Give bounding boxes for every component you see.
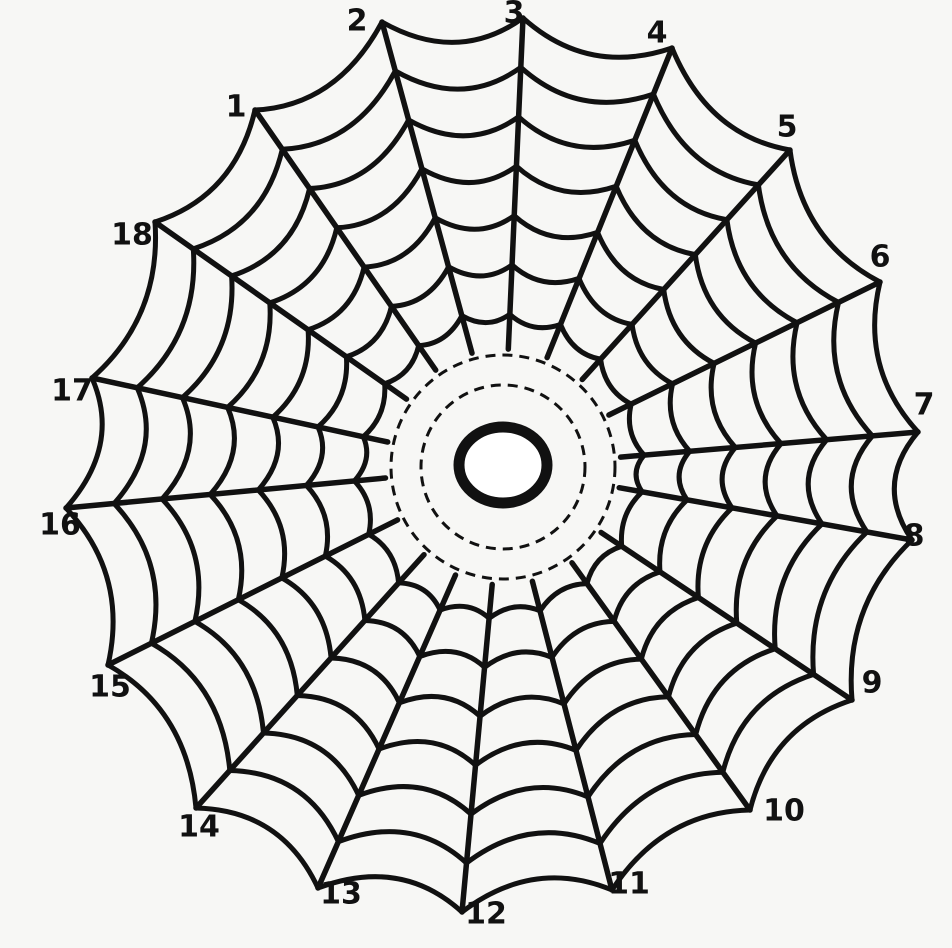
radial-thread (572, 563, 750, 810)
radial-label: 13 (320, 877, 362, 912)
radial-label: 7 (914, 388, 935, 423)
radial-label: 12 (465, 897, 507, 932)
radial-label: 10 (763, 794, 805, 829)
radial-thread (462, 585, 492, 913)
radial-label: 4 (647, 16, 668, 51)
radial-thread (382, 22, 472, 353)
radial-label: 16 (39, 508, 81, 543)
radial-label: 15 (89, 670, 131, 705)
radial-label: 8 (904, 519, 925, 554)
radial-label: 18 (111, 218, 153, 253)
radial-thread (621, 432, 918, 457)
hub-center (459, 427, 547, 503)
radial-label: 3 (504, 0, 525, 31)
radial-thread (532, 581, 612, 890)
radial-label: 2 (347, 4, 368, 39)
radial-label: 5 (777, 110, 798, 145)
web-hub (391, 355, 615, 579)
radial-label: 11 (608, 867, 650, 902)
radial-label: 1 (226, 90, 247, 125)
radial-thread (508, 18, 523, 349)
radial-thread (108, 520, 398, 665)
radial-label: 17 (51, 374, 93, 409)
radial-thread (196, 555, 424, 808)
radial-thread (66, 478, 386, 508)
radial-label: 6 (870, 240, 891, 275)
radial-label: 14 (178, 810, 220, 845)
radial-label: 9 (862, 666, 883, 701)
radial-thread (255, 110, 436, 370)
